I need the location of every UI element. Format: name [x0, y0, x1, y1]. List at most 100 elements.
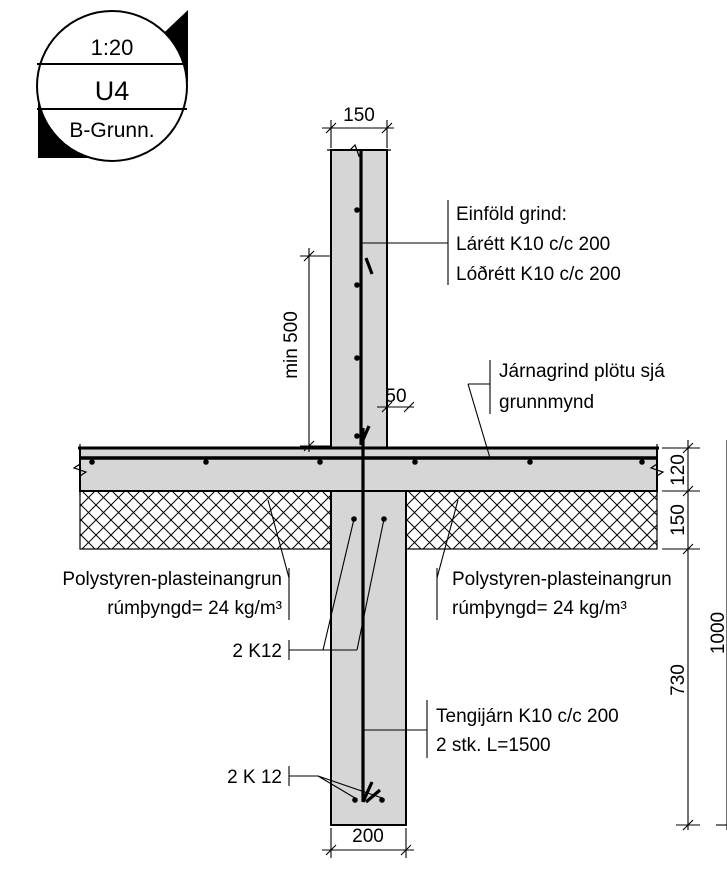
hatch-line — [80, 503, 126, 549]
insulation-right-line-2: rúmþyngd= 24 kg/m³ — [452, 598, 627, 619]
rebar-dot — [379, 797, 385, 803]
rebar-dot — [527, 459, 533, 465]
dim-slab-thickness: 120 — [668, 454, 689, 486]
wall-mesh-line-3: Lóðrétt K10 c/c 200 — [456, 264, 621, 285]
hatch-line — [80, 548, 81, 549]
wall-break-mark — [327, 143, 391, 158]
starter-bars-line-2: 2 stk. L=1500 — [436, 735, 551, 756]
hatch-line — [407, 491, 467, 549]
hatch-line — [527, 491, 587, 549]
bottom-bars-label: 2 K 12 — [227, 767, 282, 788]
badge-reference: B-Grunn. — [69, 119, 154, 142]
hatch-line — [708, 491, 727, 549]
slab-mesh-annotation: Járnagrind plötu sjá grunnmynd — [467, 360, 665, 459]
title-badge: 1:20 U4 B-Grunn. — [36, 10, 188, 162]
hatch-line — [693, 491, 727, 549]
hatch-line — [437, 491, 497, 549]
slab-break-right — [649, 444, 665, 495]
badge-scale: 1:20 — [91, 35, 134, 60]
badge-code: U4 — [95, 76, 130, 106]
hatch-line — [80, 491, 81, 492]
concrete-foundation — [330, 490, 407, 826]
slab-mesh-line-2: grunnmynd — [499, 392, 594, 413]
rebar-dot — [203, 459, 209, 465]
wall-bar-hook — [364, 257, 374, 275]
hatch-line — [171, 491, 231, 549]
hatch-line — [617, 491, 657, 531]
dim-insulation-thickness: 150 — [668, 504, 689, 536]
hatch-line — [557, 491, 617, 549]
hatch-line — [306, 524, 331, 549]
concrete-wall — [330, 149, 388, 451]
insulation-right-line-1: Polystyren-plasteinangrun — [452, 569, 672, 590]
hatch-line — [602, 491, 657, 546]
insulation-left-line-2: rúmþyngd= 24 kg/m³ — [107, 598, 282, 619]
hatch-line — [693, 491, 727, 549]
top-bars-label: 2 K12 — [232, 641, 282, 662]
rebar-dot — [354, 355, 360, 361]
hatch-line — [406, 503, 452, 549]
hatch-line — [306, 491, 331, 516]
insulation-right — [405, 490, 727, 550]
hatch-line — [632, 491, 657, 516]
rebar-dot — [354, 282, 360, 288]
hatch-line — [632, 524, 657, 549]
insulation-left-line-1: Polystyren-plasteinangrun — [62, 569, 282, 590]
hatch-line — [261, 491, 321, 549]
bottom-bars-annotation: 2 K 12 — [227, 766, 383, 799]
hatch-line — [96, 491, 156, 549]
dimensions: 150 200 min 500 50 120 150 730 — [281, 105, 727, 858]
hatch-line — [542, 491, 602, 549]
dim-foundation-width: 200 — [352, 826, 384, 847]
hatch-line — [291, 491, 331, 531]
dim-bar-offset: 50 — [385, 386, 406, 407]
rebar-dot — [352, 797, 358, 803]
hatch-line — [156, 491, 216, 549]
rebar-dot — [354, 433, 360, 439]
hatch-line — [246, 491, 306, 549]
hatch-line — [216, 491, 276, 549]
dim-wall-width: 150 — [343, 105, 375, 126]
rebar-dot — [354, 207, 360, 213]
hatch-line — [126, 491, 186, 549]
hatch-line — [141, 491, 201, 549]
hatch-line — [231, 491, 291, 549]
dim-total-depth: 1000 — [708, 612, 727, 654]
reinforcement — [80, 150, 657, 804]
hatch-line — [512, 491, 572, 549]
starter-bars-annotation: Tengijárn K10 c/c 200 2 stk. L=1500 — [363, 700, 619, 758]
rebar-dot — [412, 459, 418, 465]
insulation-left-annotation: Polystyren-plasteinangrun rúmþyngd= 24 k… — [62, 499, 290, 620]
hatch-line — [587, 491, 647, 549]
hatch-line — [497, 491, 557, 549]
hatch-line — [406, 491, 422, 507]
top-bars-annotation: 2 K12 — [232, 518, 385, 662]
wall-mesh-annotation: Einföld grind: Lárétt K10 c/c 200 Lóðrét… — [361, 200, 621, 285]
wall-mesh-line-1: Einföld grind: — [456, 204, 567, 225]
starter-bar-hook — [361, 781, 374, 803]
concrete-slab — [79, 447, 658, 492]
hatch-line — [201, 491, 261, 549]
hatch-line — [80, 533, 96, 549]
hatch-line — [482, 491, 542, 549]
hatch-line — [422, 491, 482, 549]
dim-foundation-depth: 730 — [668, 664, 689, 696]
hatch-line — [406, 533, 422, 549]
hatch-line — [186, 491, 246, 549]
rebar-dot — [639, 459, 645, 465]
hatch-line — [80, 518, 111, 549]
insulation-right-annotation: Polystyren-plasteinangrun rúmþyngd= 24 k… — [436, 499, 672, 620]
starter-bars-line-1: Tengijárn K10 c/c 200 — [436, 706, 619, 727]
slab-mesh-line-1: Járnagrind plötu sjá — [499, 361, 665, 382]
wall-mesh-line-2: Lárétt K10 c/c 200 — [456, 234, 610, 255]
rebar-dot — [317, 459, 323, 465]
dim-lap-length: min 500 — [281, 311, 302, 379]
hatch-line — [708, 491, 727, 549]
rebar-dot — [89, 459, 95, 465]
hatch-line — [452, 491, 512, 549]
starter-bar-hook-2 — [364, 788, 382, 804]
hatch-line — [111, 491, 171, 549]
hatch-line — [80, 491, 96, 507]
hatch-line — [276, 491, 331, 546]
